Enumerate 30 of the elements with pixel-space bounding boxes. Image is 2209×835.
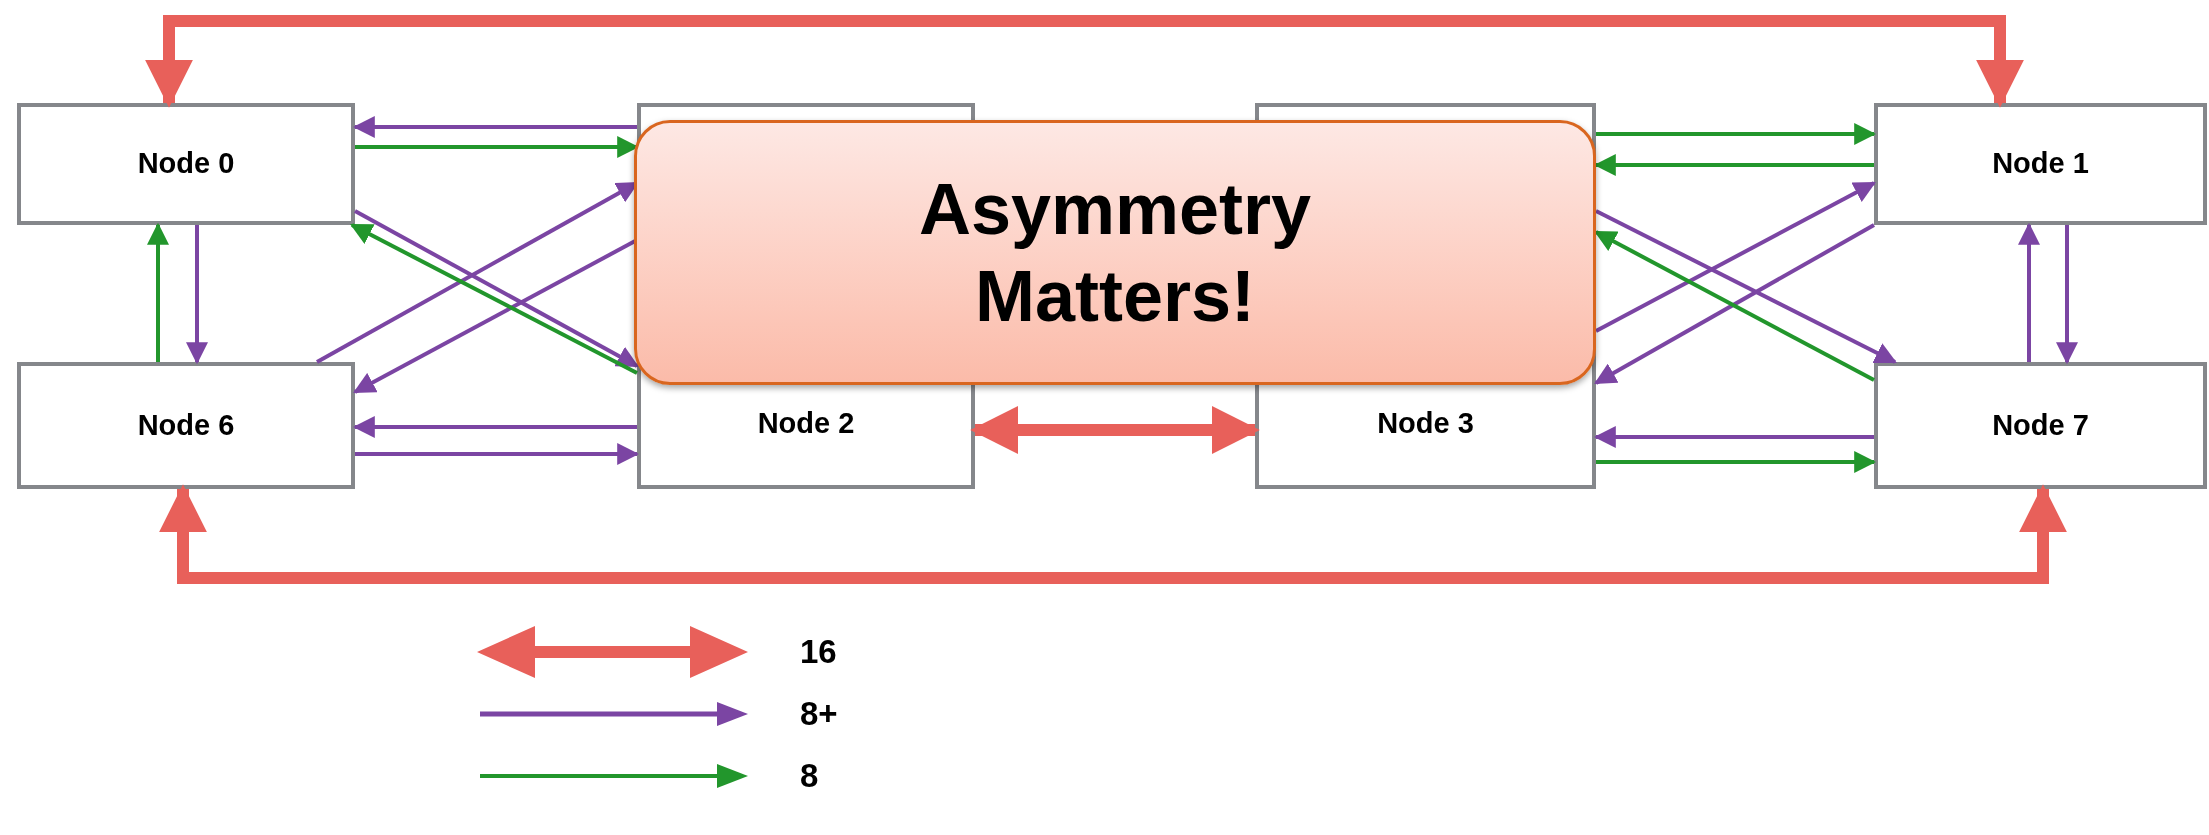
callout-toast bbox=[634, 120, 1596, 385]
legend-label: 8+ bbox=[800, 694, 838, 735]
arrow bbox=[352, 416, 637, 438]
node-label: Node 6 bbox=[137, 407, 235, 443]
node-box bbox=[1874, 103, 2207, 225]
arrow bbox=[970, 406, 1260, 454]
arrow bbox=[2018, 222, 2040, 362]
arrow bbox=[1596, 451, 1877, 473]
node-label: Node 1 bbox=[1992, 146, 2089, 182]
arrow bbox=[352, 116, 637, 138]
arrow bbox=[159, 484, 2067, 584]
node-label: Node 2 bbox=[757, 405, 855, 441]
legend-label: 8 bbox=[800, 756, 819, 797]
legend-label: 16 bbox=[800, 632, 837, 673]
node-box bbox=[17, 362, 355, 489]
arrow bbox=[147, 222, 169, 362]
node-box bbox=[1874, 362, 2207, 489]
arrow bbox=[1595, 181, 1876, 333]
arrow bbox=[186, 225, 208, 365]
node-label: Node 7 bbox=[1992, 407, 2089, 443]
arrow bbox=[145, 15, 2024, 108]
callout-title: Asymmetry Matters! bbox=[917, 168, 1313, 338]
arrow bbox=[355, 443, 640, 465]
arrow bbox=[1595, 209, 1897, 364]
node-box bbox=[17, 103, 355, 225]
arrow bbox=[2056, 225, 2078, 365]
node-label: Node 3 bbox=[1377, 405, 1474, 441]
arrow bbox=[1593, 426, 1874, 448]
arrow bbox=[1596, 123, 1877, 145]
node-label: Node 0 bbox=[137, 146, 235, 182]
